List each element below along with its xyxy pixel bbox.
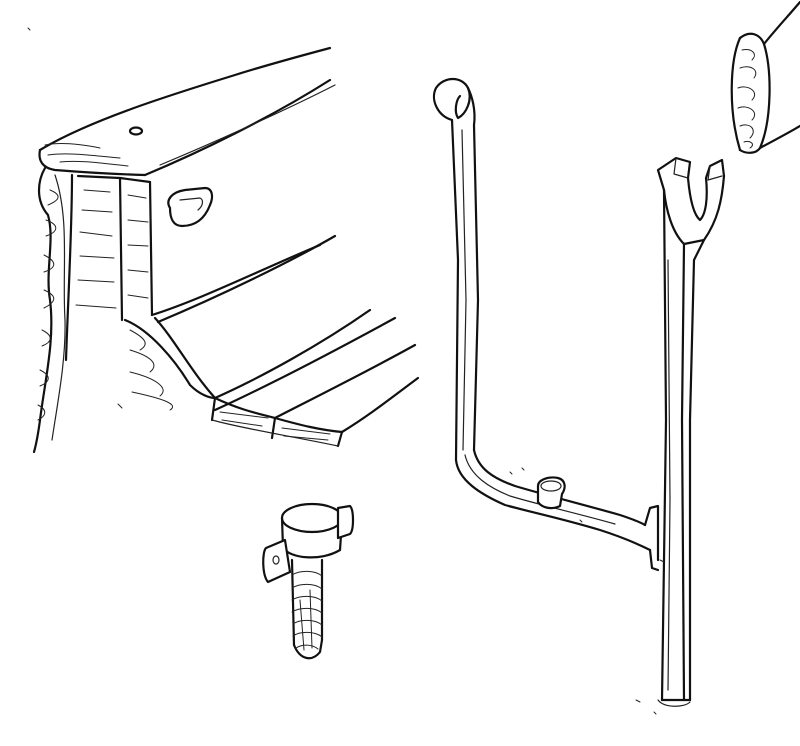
dowel-hole xyxy=(128,126,144,136)
cut-log-end xyxy=(730,0,800,154)
wall-plug-anchor xyxy=(262,502,355,660)
plug-head-top xyxy=(280,502,344,534)
clip-notch xyxy=(167,186,214,228)
plug-thread xyxy=(291,570,323,651)
wood-grain-hatching xyxy=(37,143,331,441)
post-fork xyxy=(656,156,726,246)
forked-post xyxy=(635,156,726,715)
timber-beam-with-slot xyxy=(32,46,420,454)
log-end-grain xyxy=(737,49,757,149)
plug-ear-right xyxy=(336,504,355,540)
hinge-pin-block xyxy=(536,476,566,510)
plug-ear-left xyxy=(262,538,292,584)
pivot-hinge-rod xyxy=(432,77,660,572)
